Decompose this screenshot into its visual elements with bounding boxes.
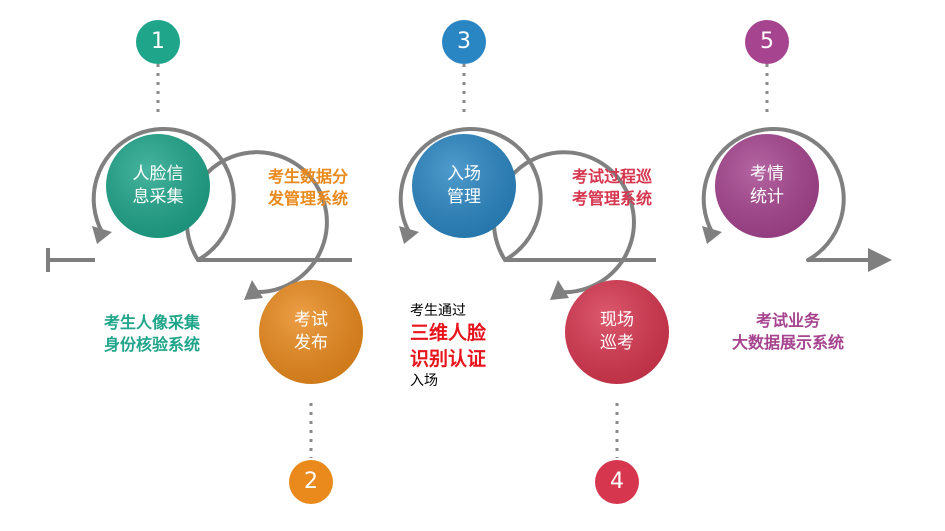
step-5-badge [745, 20, 789, 64]
step-1-label: 人脸信 息采集 [132, 164, 184, 207]
timeline-arrowhead [868, 248, 892, 272]
step-2-circle [259, 280, 363, 384]
dotted-connectors [156, 64, 769, 458]
ring-arrowheads [92, 226, 722, 300]
step-1-circle [106, 134, 210, 238]
step-2-label: 考试 发布 [294, 310, 328, 353]
step-3-circle [412, 134, 516, 238]
step-3-badge [442, 20, 486, 64]
step-1-description: 考生人像采集 身份核验系统 [103, 313, 200, 354]
step-3-description-top: 考生通过 [410, 303, 466, 319]
step-3-number: 3 [457, 29, 471, 54]
step-4-label: 现场 巡考 [600, 310, 634, 353]
step-5-description: 考试业务 大数据展示系统 [731, 311, 844, 352]
step-4-description: 考试过程巡 考管理系统 [571, 167, 652, 208]
step-5-number: 5 [760, 29, 774, 54]
step-3-description-highlight: 三维人脸 识别认证 [410, 321, 487, 370]
step-2-description: 考生数据分 发管理系统 [267, 167, 348, 208]
step-2-badge [289, 460, 333, 504]
timeline [46, 248, 875, 272]
step-3-label: 入场 管理 [447, 164, 481, 207]
step-5-circle [715, 134, 819, 238]
step-1-badge [136, 20, 180, 64]
step-3-description: 考生通过 三维人脸 识别认证 入场 [410, 302, 530, 391]
step-2-number: 2 [304, 469, 318, 494]
step-4-number: 4 [610, 469, 624, 494]
step-5-label: 考情 统计 [750, 164, 784, 207]
step-4-circle [565, 280, 669, 384]
step-3-description-bottom: 入场 [410, 373, 438, 390]
step-1-number: 1 [151, 29, 165, 54]
step-4-badge [595, 460, 639, 504]
